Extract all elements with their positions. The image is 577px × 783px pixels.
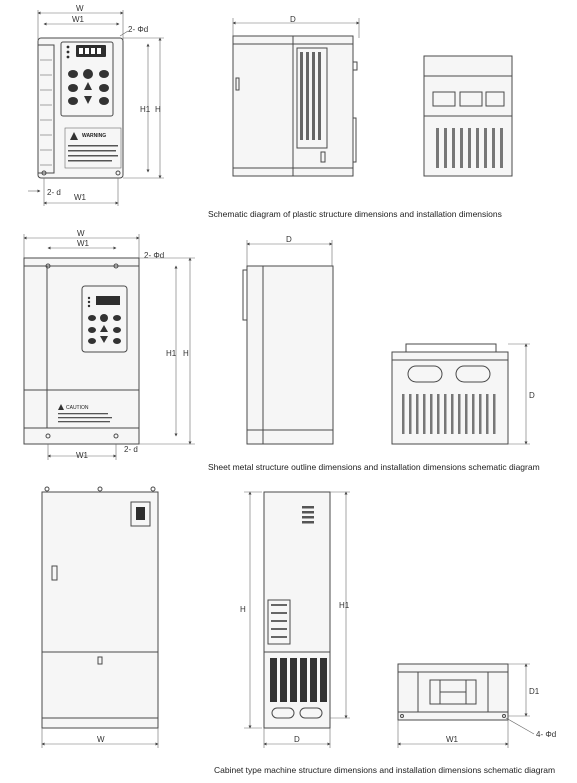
cabinet-bottom-view: D1 4- Φd W1 bbox=[397, 663, 556, 748]
plastic-front-view: W W1 2- Φd bbox=[28, 4, 164, 206]
dim-label-w: W bbox=[76, 4, 84, 13]
sheet-metal-bottom-view: D bbox=[391, 343, 535, 445]
dim-label-2phid: 2- Φd bbox=[128, 25, 148, 34]
dim-label-h1-3: H1 bbox=[339, 601, 350, 610]
dim-label-h: H bbox=[155, 105, 161, 114]
dim-label-2d: 2- d bbox=[47, 188, 61, 197]
plastic-side-view: D bbox=[232, 15, 360, 177]
dim-label-w-3: W bbox=[97, 735, 105, 744]
dim-label-w1-2b: W1 bbox=[76, 451, 89, 460]
dim-label-2phid-2: 2- Φd bbox=[144, 251, 164, 260]
caution-label: CAUTION bbox=[66, 405, 89, 411]
plastic-bottom-view bbox=[423, 55, 513, 177]
dim-label-w1-bottom: W1 bbox=[74, 193, 87, 202]
dim-label-h-3: H bbox=[240, 605, 246, 614]
caption-sheet-metal: Sheet metal structure outline dimensions… bbox=[208, 462, 540, 472]
caption-cabinet: Cabinet type machine structure dimension… bbox=[214, 765, 555, 775]
cabinet-side-view: H H1 D bbox=[240, 491, 350, 748]
dim-label-w1-2: W1 bbox=[77, 239, 90, 248]
dim-label-h1-2: H1 bbox=[166, 349, 177, 358]
dim-label-w1-3: W1 bbox=[446, 735, 459, 744]
sheet-metal-side-view: D bbox=[242, 235, 334, 445]
dim-label-d: D bbox=[290, 15, 296, 24]
dim-label-h1: H1 bbox=[140, 105, 151, 114]
dim-label-d-2: D bbox=[286, 235, 292, 244]
caption-plastic: Schematic diagram of plastic structure d… bbox=[208, 209, 502, 219]
dim-label-d-3: D bbox=[294, 735, 300, 744]
dim-label-4phid: 4- Φd bbox=[536, 730, 556, 739]
dim-label-d1: D1 bbox=[529, 687, 540, 696]
warning-label: WARNING bbox=[82, 133, 106, 139]
dim-label-w-2: W bbox=[77, 229, 85, 238]
sheet-metal-front-view: W W1 2- Φd CAUTION bbox=[23, 229, 195, 460]
cabinet-front-view: W bbox=[41, 486, 159, 748]
dim-label-h-2: H bbox=[183, 349, 189, 358]
dim-label-2d-2: 2- d bbox=[124, 445, 138, 454]
dim-label-w1: W1 bbox=[72, 15, 85, 24]
dim-label-d-side: D bbox=[529, 391, 535, 400]
